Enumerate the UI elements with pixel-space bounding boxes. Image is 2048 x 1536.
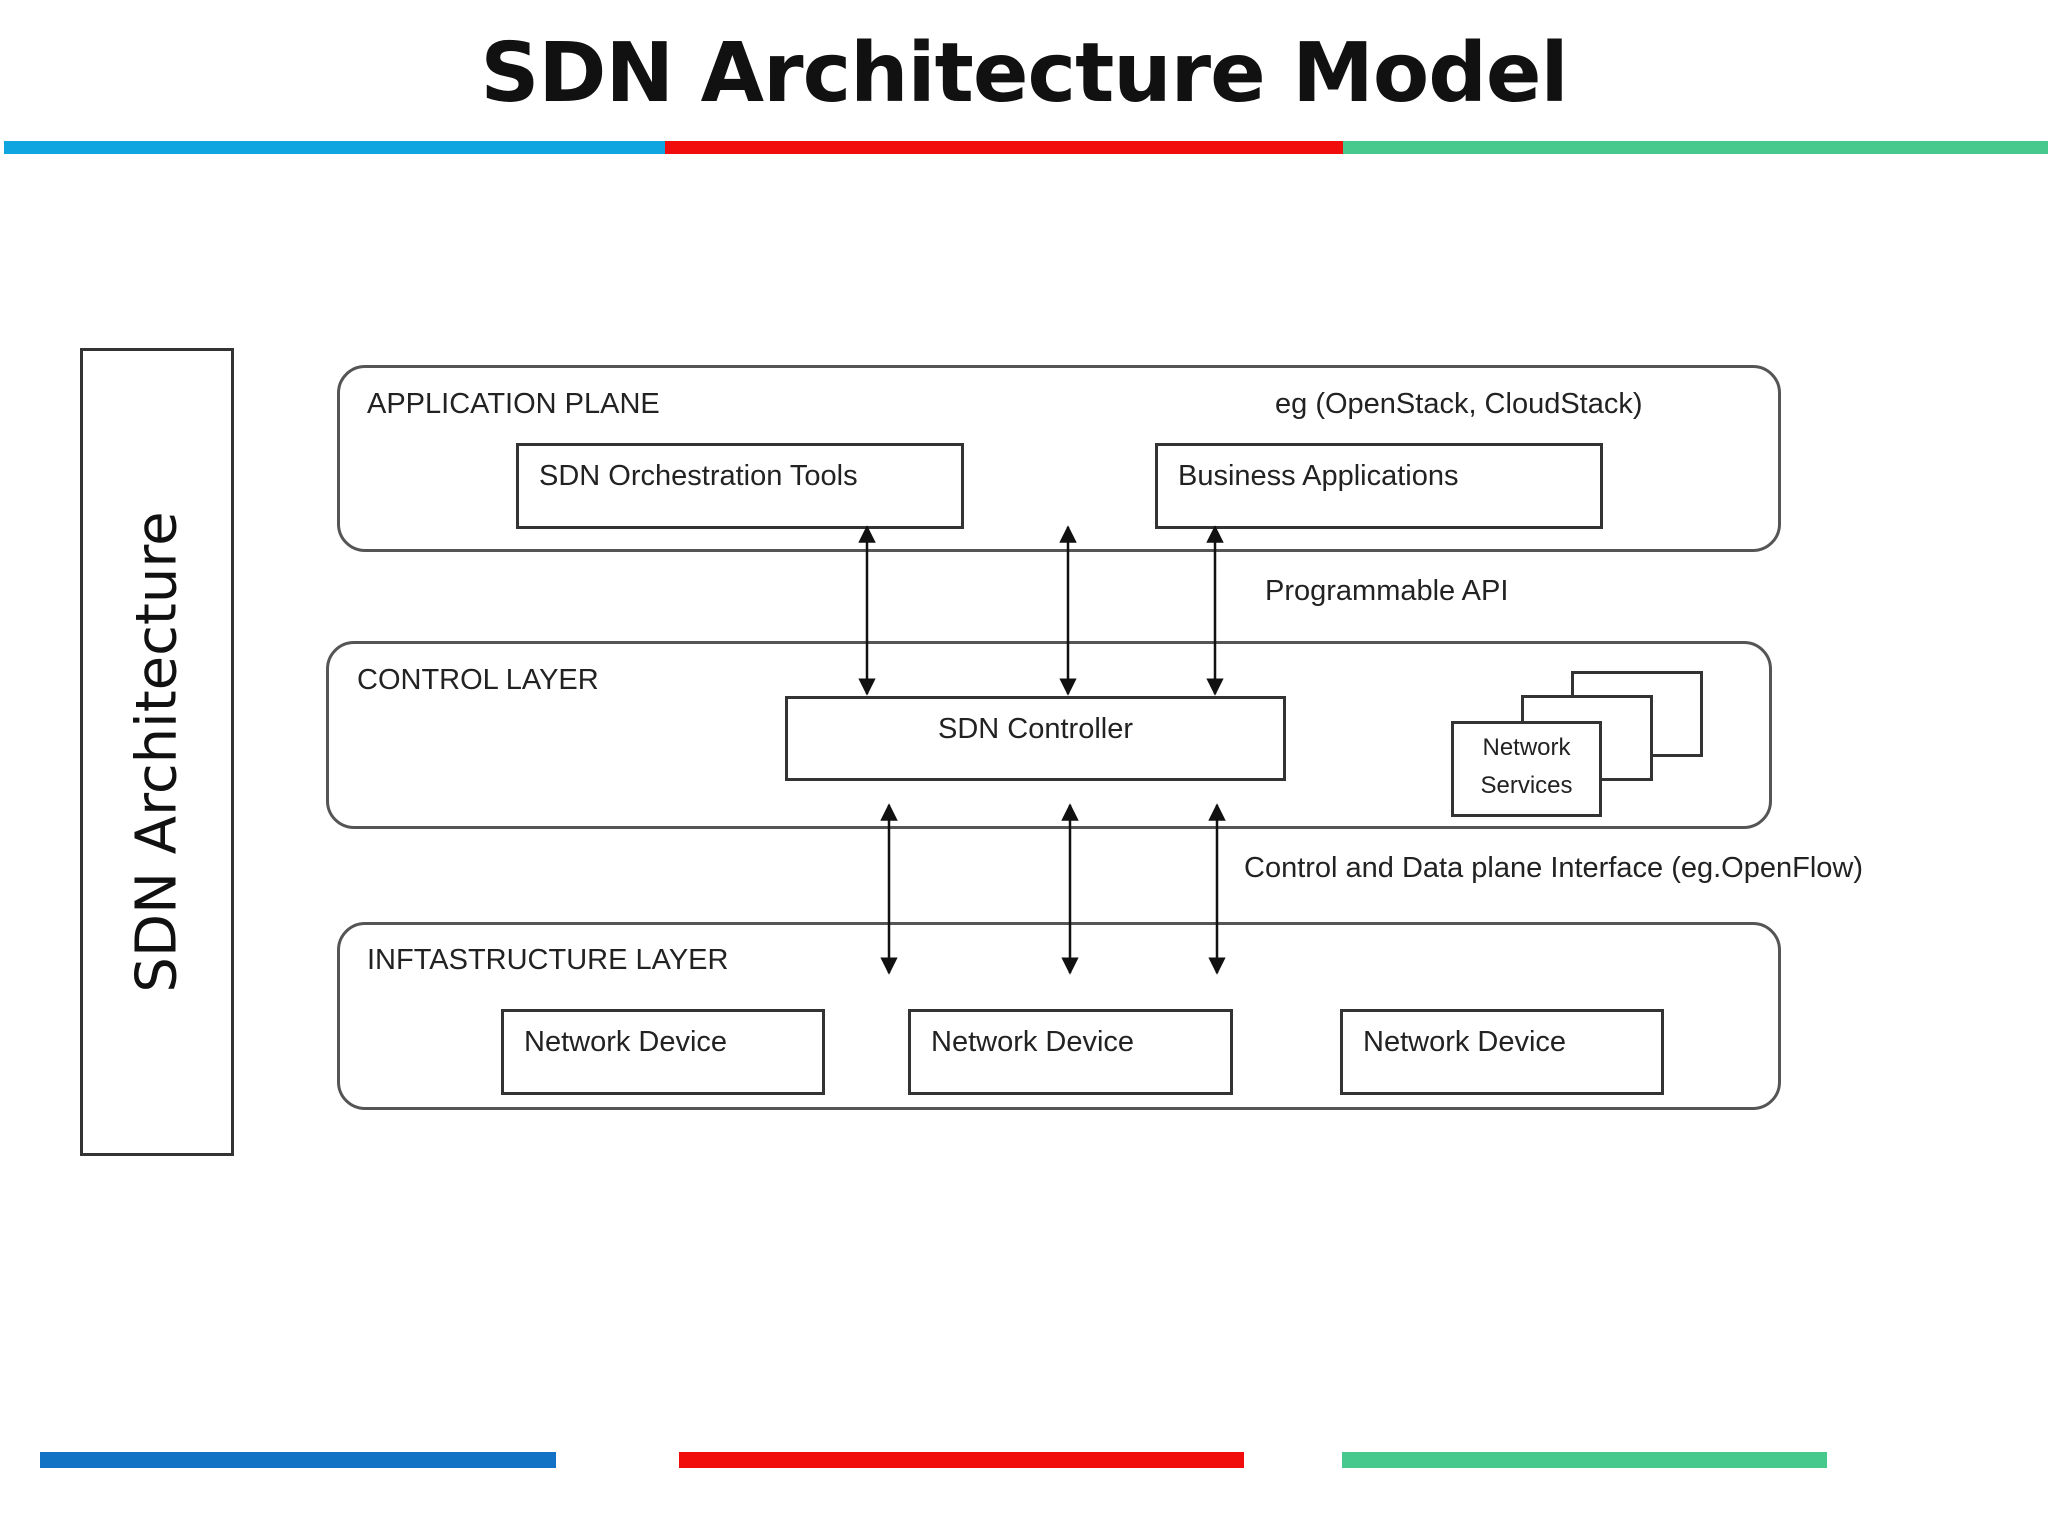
top-divider-green [1343, 141, 2048, 154]
bottom-divider-blue [40, 1452, 556, 1468]
network-device-box: Network Device [908, 1009, 1233, 1095]
bottom-divider-green [1342, 1452, 1827, 1468]
top-divider-red [665, 141, 1343, 154]
network-device-box: Network Device [1340, 1009, 1664, 1095]
top-divider-blue [4, 141, 665, 154]
infrastructure-layer-label: INFTASTRUCTURE LAYER [367, 944, 729, 976]
network-device-label: Network Device [1363, 1026, 1567, 1058]
network-services-card-front [1451, 721, 1602, 817]
orchestration-tools-box: SDN Orchestration Tools [516, 443, 964, 529]
network-services-label: Network Services [1480, 734, 1573, 799]
business-applications-label: Business Applications [1178, 460, 1459, 492]
network-device-box: Network Device [501, 1009, 825, 1095]
orchestration-tools-label: SDN Orchestration Tools [539, 460, 858, 492]
side-label-box [80, 348, 234, 1156]
sdn-controller-label: SDN Controller [938, 713, 1133, 745]
control-layer-label: CONTROL LAYER [357, 664, 599, 696]
interface-label: Control and Data plane Interface (eg.Ope… [1244, 852, 1864, 884]
bottom-divider-red [679, 1452, 1244, 1468]
network-device-label: Network Device [931, 1026, 1135, 1058]
sdn-controller-box: SDN Controller [785, 696, 1286, 781]
application-plane-example: eg (OpenStack, CloudStack) [1275, 388, 1643, 420]
business-applications-box: Business Applications [1155, 443, 1603, 529]
network-device-label: Network Device [524, 1026, 728, 1058]
application-plane-label: APPLICATION PLANE [367, 388, 660, 420]
programmable-api-label: Programmable API [1265, 575, 1509, 607]
page-title: SDN Architecture Model [480, 26, 1568, 121]
